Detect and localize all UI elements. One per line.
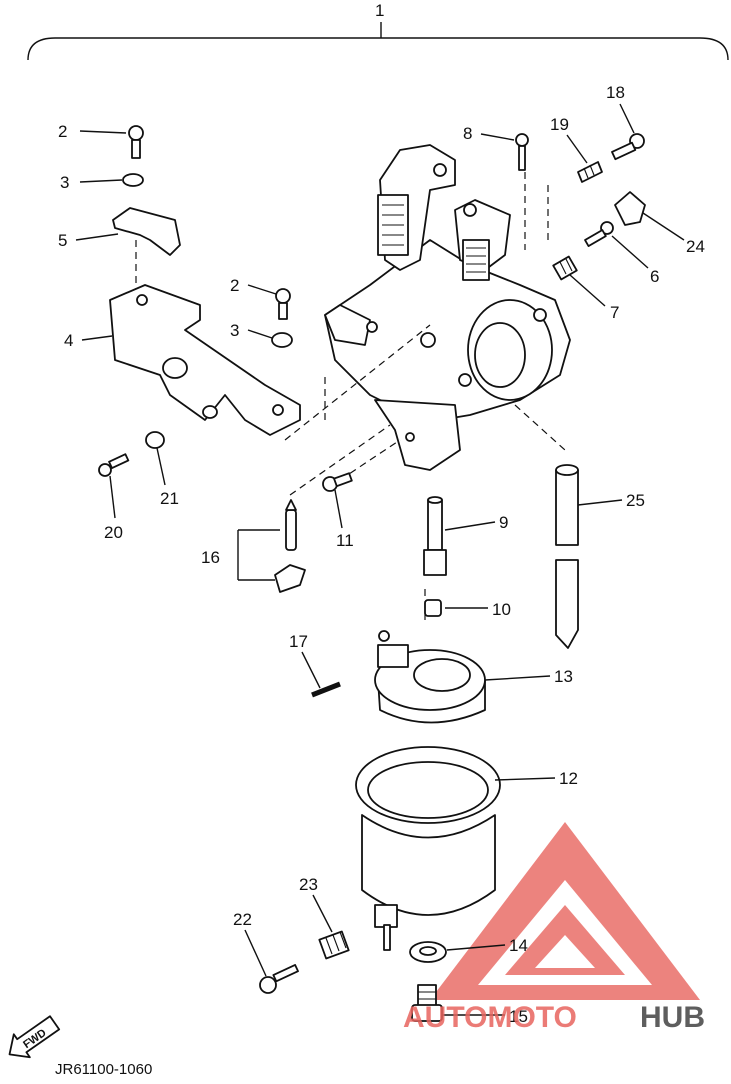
part-label: 6	[650, 267, 659, 286]
part-main-jet-10	[424, 599, 442, 617]
part-label: 3	[230, 321, 239, 340]
assembly-number-label: 1	[375, 1, 384, 20]
part-screw-18	[611, 133, 645, 161]
part-label: 23	[299, 875, 318, 894]
part-label: 10	[492, 600, 511, 619]
part-label: 2	[230, 276, 239, 295]
part-spring-23	[318, 930, 350, 960]
part-screw-6	[584, 221, 614, 247]
part-label: 20	[104, 523, 123, 542]
part-label: 3	[60, 173, 69, 192]
part-drain-screw-15	[411, 984, 443, 1022]
part-hose-25	[555, 464, 579, 649]
part-main-nozzle-9	[423, 496, 447, 576]
part-spring-7	[552, 255, 578, 281]
assembly-bracket	[27, 37, 729, 61]
part-spring-19	[577, 161, 603, 183]
part-label: 15	[509, 1007, 528, 1026]
part-pin-17	[311, 681, 341, 698]
part-label: 9	[499, 513, 508, 532]
part-clamp-5	[112, 207, 181, 256]
carburetor-body	[324, 144, 571, 471]
part-label: 22	[233, 910, 252, 929]
part-label: 12	[559, 769, 578, 788]
part-label: 8	[463, 124, 472, 143]
part-label: 4	[64, 331, 73, 350]
part-screw-22	[259, 963, 299, 994]
part-float-13	[374, 630, 486, 724]
part-label: 24	[686, 237, 705, 256]
part-float-chamber-12	[355, 746, 501, 951]
part-screw-2b	[275, 288, 291, 320]
part-label: 14	[509, 936, 528, 955]
part-label: 2	[58, 122, 67, 141]
part-screw-11	[322, 472, 353, 492]
part-screw-20	[98, 453, 130, 477]
part-label: 19	[550, 115, 569, 134]
part-label: 25	[626, 491, 645, 510]
fwd-arrow-icon: FWD	[8, 1015, 61, 1059]
part-washer-21	[145, 431, 165, 449]
part-float-needle-16	[274, 499, 306, 593]
part-label: 18	[606, 83, 625, 102]
part-label: 21	[160, 489, 179, 508]
part-label: 13	[554, 667, 573, 686]
part-cap-24	[614, 191, 646, 226]
part-nut-3a	[122, 173, 144, 187]
catalog-code: JR61100-1060	[55, 1061, 152, 1078]
part-label: 17	[289, 632, 308, 651]
part-label: 5	[58, 231, 67, 250]
part-label: 16	[201, 548, 220, 567]
watermark-text-gray: HUB	[640, 1001, 705, 1034]
part-label: 11	[336, 531, 354, 550]
part-nut-3b	[271, 332, 293, 348]
part-label: 7	[610, 303, 619, 322]
part-screw-8	[515, 133, 529, 171]
watermark-logo-icon	[430, 822, 700, 1000]
part-screw-2a	[128, 125, 144, 159]
part-labels: 2 3 5 4 2 3 8 19 18 24 6 7 20 21 16 11 9…	[58, 83, 705, 1026]
part-washer-14	[409, 941, 447, 963]
part-bracket-4	[109, 284, 301, 436]
watermark-text-red: AUTOMOTO	[403, 1001, 577, 1034]
